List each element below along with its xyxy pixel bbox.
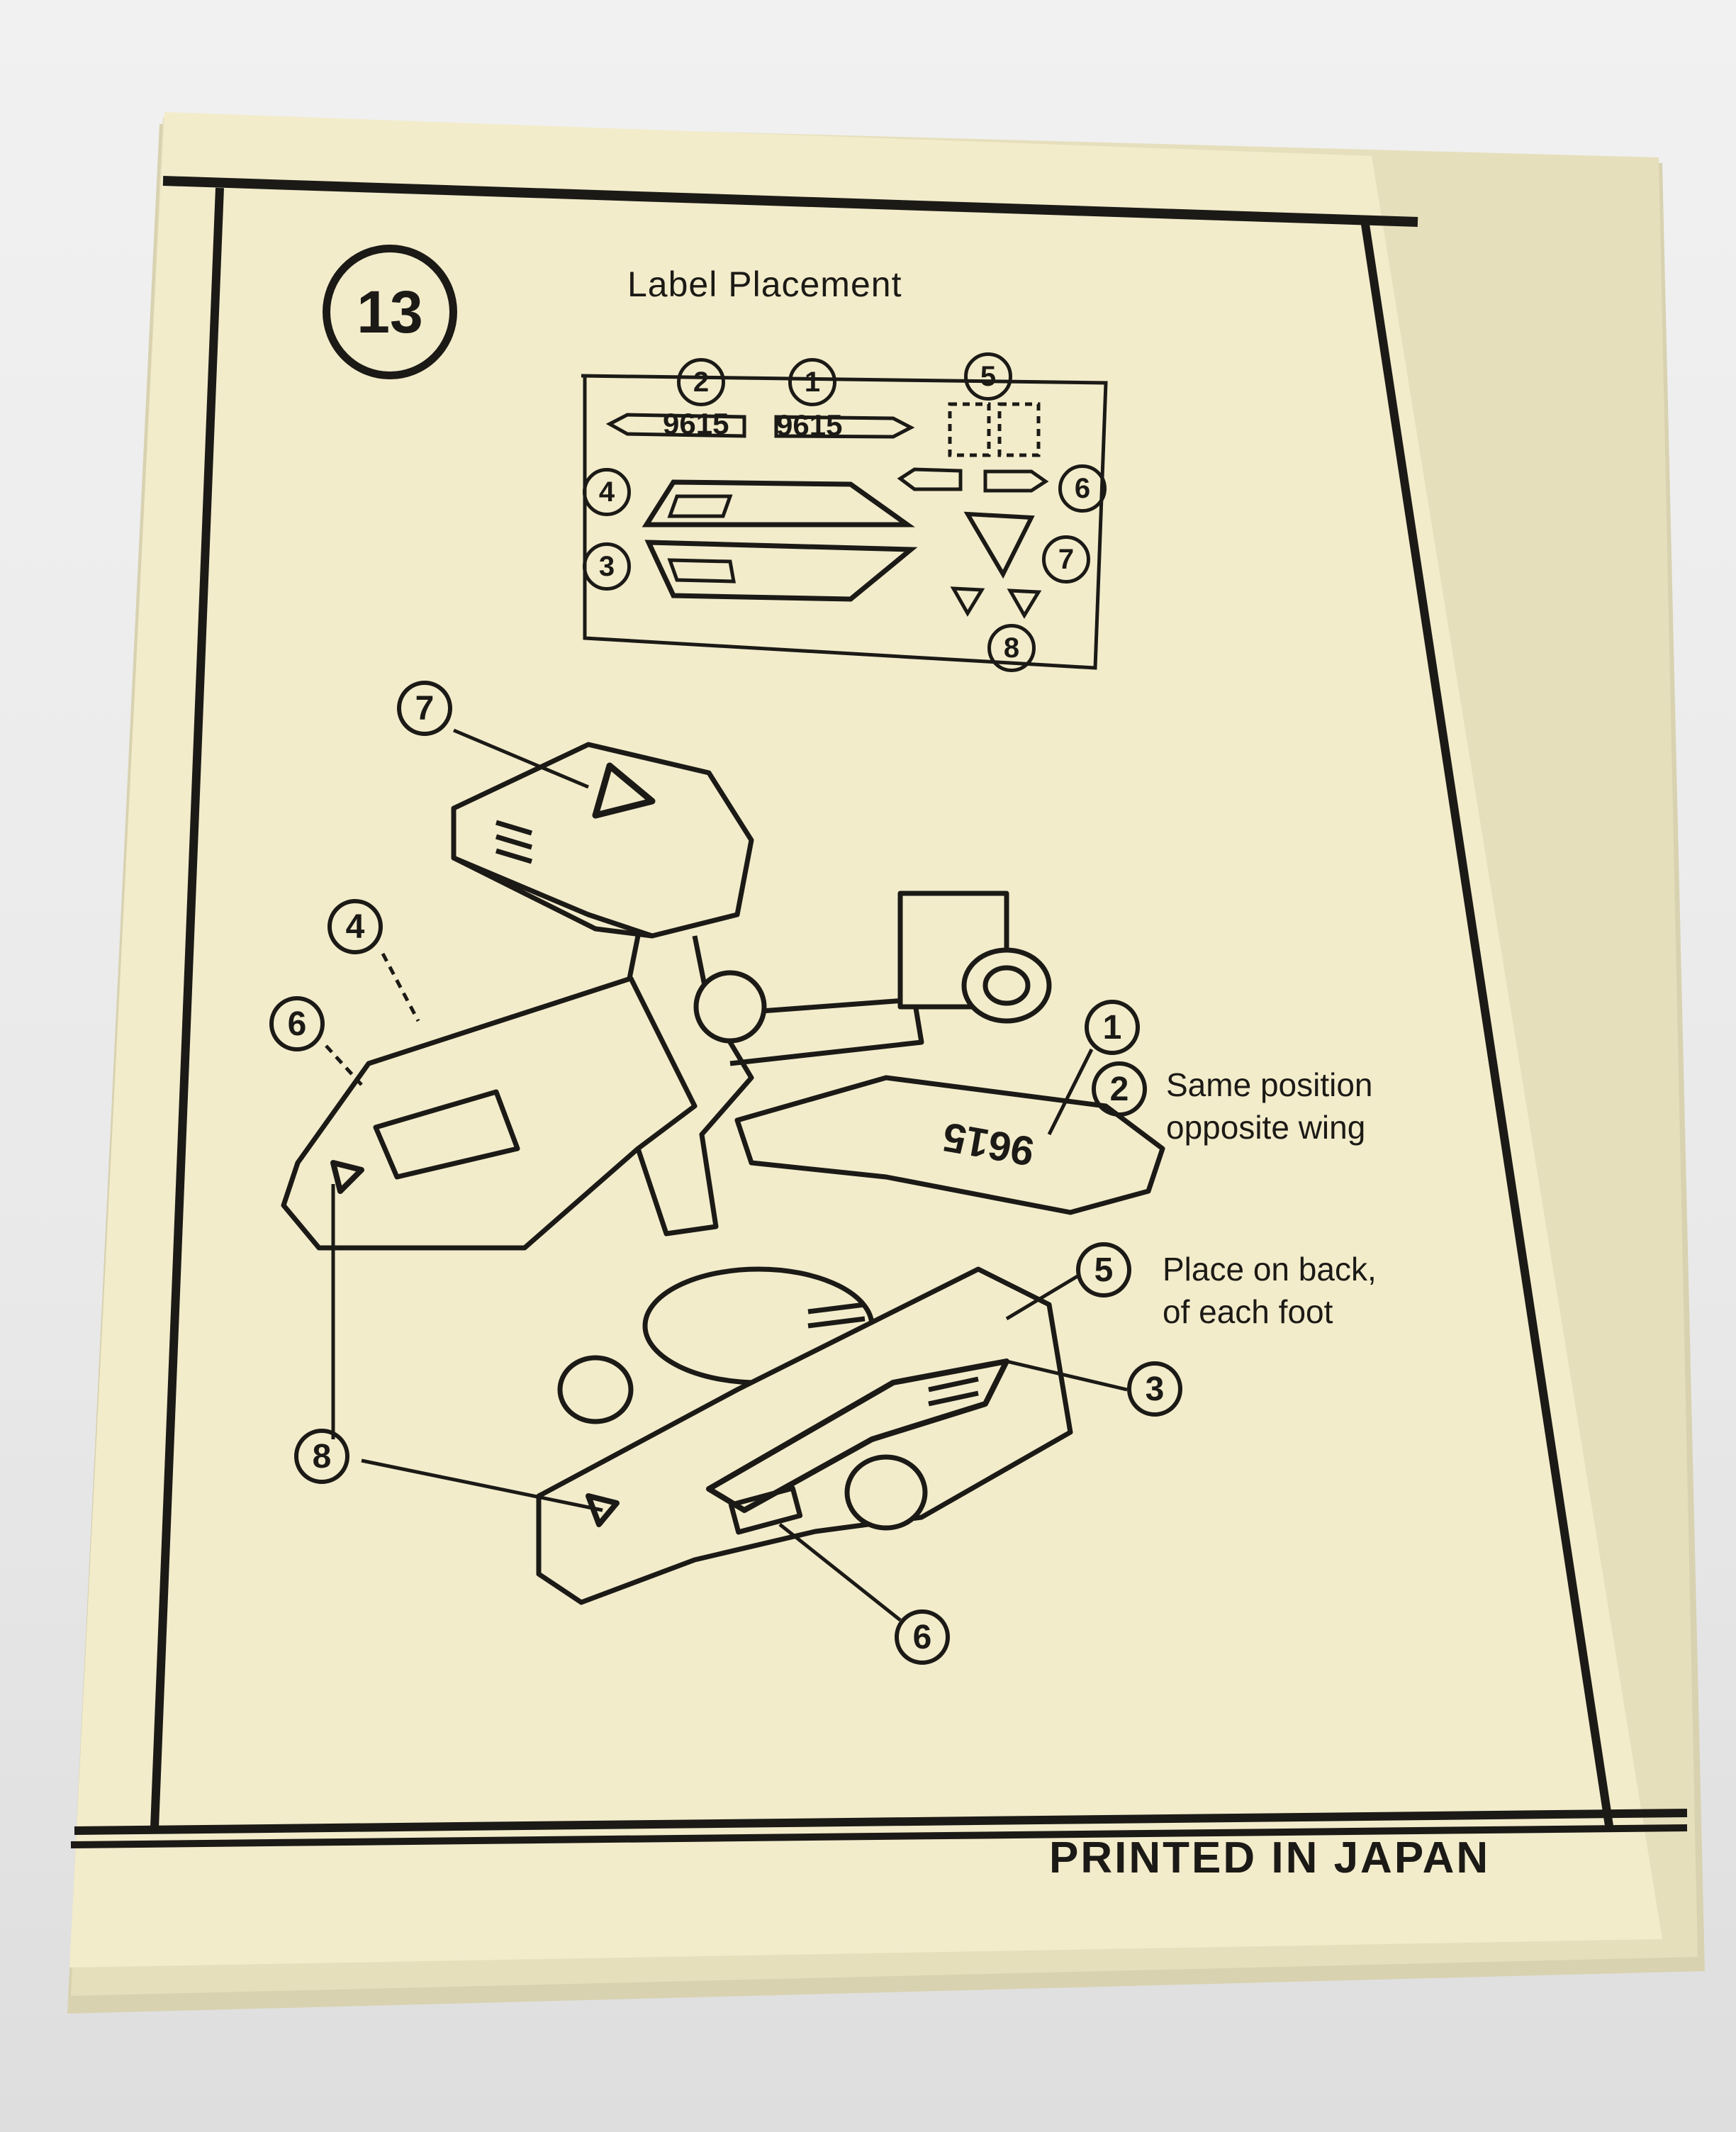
sheet-callout-5: 5 <box>964 352 1012 401</box>
sheet-code-right: 9615 <box>776 408 843 442</box>
foot-note-line-1: Place on back, <box>1163 1251 1377 1288</box>
right-rule <box>1360 219 1613 1826</box>
page <box>69 112 1662 1968</box>
diagram-callout-3: 3 <box>1127 1361 1182 1417</box>
sheet-code-left: 9615 <box>663 407 729 440</box>
step-number-badge: 13 <box>323 245 457 379</box>
robot-illustration <box>281 742 1165 1605</box>
left-rule <box>150 187 224 1829</box>
diagram-callout-5: 5 <box>1076 1242 1131 1297</box>
sheet-callout-2: 2 <box>677 358 725 406</box>
sheet-callout-7: 7 <box>1042 535 1090 584</box>
wing-note: Same position opposite wing <box>1166 1064 1373 1149</box>
diagram-callout-4: 4 <box>327 899 383 954</box>
sheet-callout-4: 4 <box>583 468 631 516</box>
diagram-callout-7: 7 <box>397 681 452 736</box>
foot-note: Place on back, of each foot <box>1163 1248 1377 1333</box>
page-title: Label Placement <box>627 264 902 304</box>
sheet-callout-6: 6 <box>1058 464 1107 513</box>
bottom-rule-1 <box>74 1809 1688 1835</box>
foot-note-line-2: of each foot <box>1163 1293 1333 1330</box>
diagram-callout-1: 1 <box>1085 1000 1140 1055</box>
diagram-callout-6-foot: 6 <box>895 1609 950 1665</box>
step-number: 13 <box>357 278 423 345</box>
wing-note-line-1: Same position <box>1166 1066 1373 1103</box>
wing-note-line-2: opposite wing <box>1166 1109 1366 1146</box>
leader-lines <box>325 728 1128 1622</box>
sheet-callout-8: 8 <box>987 624 1036 672</box>
bottom-rule-2 <box>70 1824 1688 1848</box>
diagram-callout-8: 8 <box>294 1429 349 1484</box>
sheet-callout-1: 1 <box>788 358 836 406</box>
top-rule <box>162 176 1418 227</box>
printed-in-footer: PRINTED IN JAPAN <box>1049 1834 1491 1882</box>
diagram-callout-2: 2 <box>1092 1061 1147 1117</box>
sheet-callout-3: 3 <box>583 542 631 591</box>
diagram-callout-6-wing: 6 <box>269 996 325 1051</box>
label-sheet <box>581 374 1108 670</box>
